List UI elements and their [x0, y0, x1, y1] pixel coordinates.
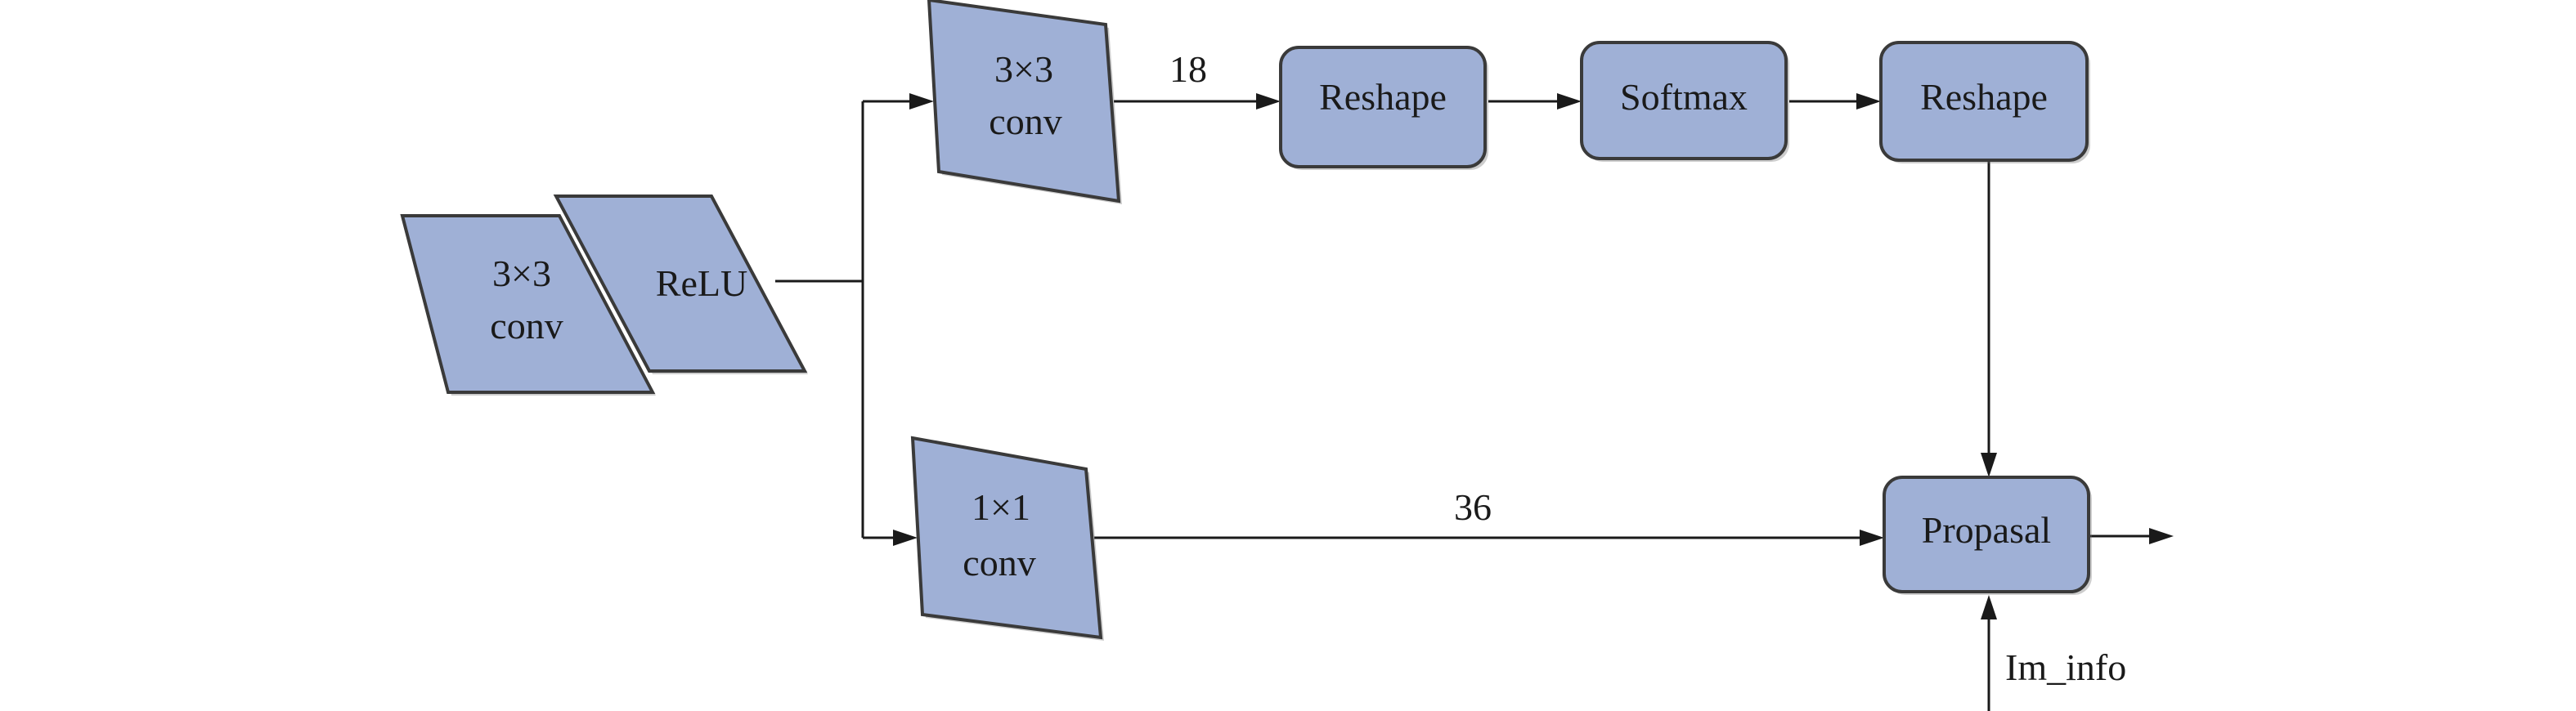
conv3x3-left-node: 3×3 conv	[400, 214, 656, 396]
proposal-node: Propasal	[1883, 476, 2092, 595]
reshape1-node: Reshape	[1279, 46, 1488, 170]
conv3x3-left-line1: 3×3	[492, 253, 551, 294]
conv1x1-node: 1×1 conv	[910, 436, 1104, 641]
reshape2-label: Reshape	[1920, 76, 2048, 118]
arrowhead-proposal-left	[1860, 530, 1884, 546]
conv3x3-top-line2: conv	[989, 101, 1061, 142]
conv1x1-line1: 1×1	[972, 486, 1030, 528]
arrowhead-reshape2	[1856, 93, 1881, 110]
relu-label: ReLU	[656, 262, 747, 304]
softmax-label: Softmax	[1620, 76, 1748, 118]
arrowhead-proposal-bottom	[1981, 595, 1997, 619]
arrowhead-reshape1	[1256, 93, 1281, 110]
edges	[775, 93, 2174, 711]
edge-label-im-info: Im_info	[2005, 646, 2126, 688]
conv1x1-line2: conv	[963, 542, 1035, 584]
conv3x3-top-line1: 3×3	[994, 48, 1053, 90]
softmax-node: Softmax	[1580, 41, 1789, 162]
arrowhead-proposal-top	[1981, 453, 1997, 477]
arrowhead-bottom-conv	[893, 530, 918, 546]
reshape1-label: Reshape	[1319, 76, 1447, 118]
arrowhead-output	[2149, 528, 2174, 544]
proposal-label: Propasal	[1922, 509, 2051, 551]
relu-node: ReLU	[553, 195, 808, 374]
arrowhead-softmax	[1557, 93, 1582, 110]
conv3x3-left-line2: conv	[490, 305, 563, 347]
reshape2-node: Reshape	[1879, 41, 2090, 163]
conv3x3-top-node: 3×3 conv	[927, 0, 1122, 204]
edge-label-36: 36	[1454, 486, 1492, 528]
edge-label-18: 18	[1169, 48, 1207, 90]
arrowhead-top-conv	[909, 93, 934, 110]
